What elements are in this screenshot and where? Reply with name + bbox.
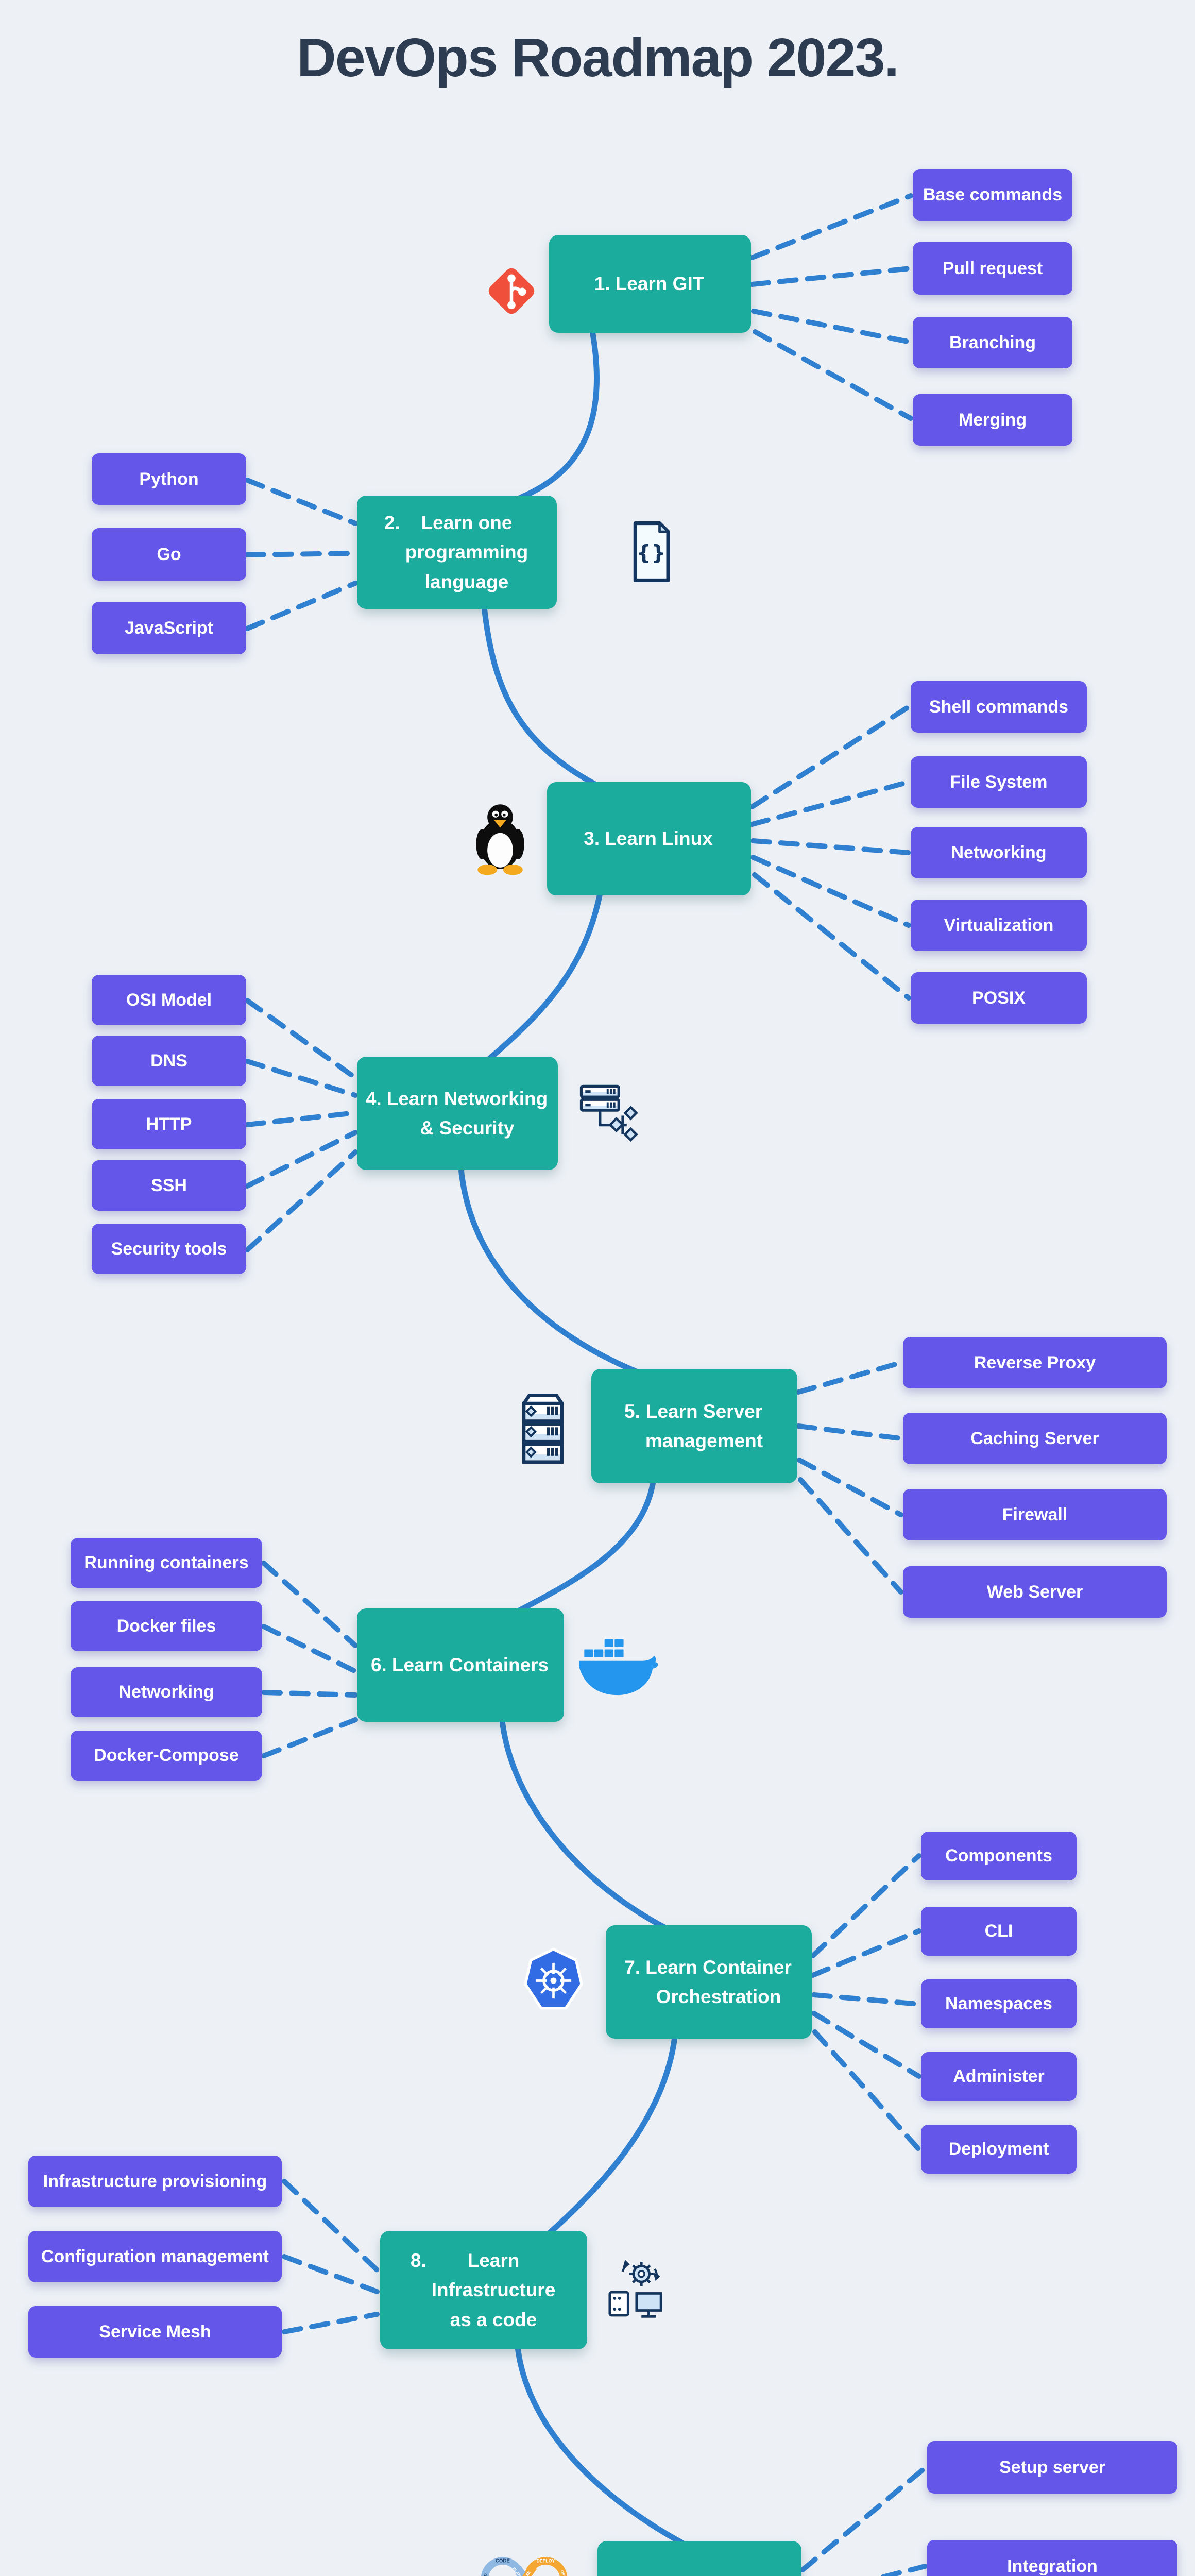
topic-branching: Branching <box>913 317 1072 368</box>
topic-components: Components <box>921 1832 1077 1880</box>
node-learn-container-orchestration: 7.Learn Container Orchestration <box>606 1925 812 2039</box>
topic-base-commands: Base commands <box>913 169 1072 221</box>
topic-docker-compose: Docker-Compose <box>71 1731 262 1781</box>
topic-dash-links <box>245 193 928 2576</box>
svg-text:{}: {} <box>636 541 665 565</box>
node-learn-linux: 3.Learn Linux <box>547 782 751 895</box>
node-learn-infrastructure-as-code: 8.Learn Infrastructure as a code <box>380 2231 587 2349</box>
node-learn-containers: 6.Learn Containers <box>357 1608 564 1722</box>
git-icon <box>478 258 545 325</box>
node-title: Learn GIT <box>615 273 705 295</box>
linux-tux-icon <box>463 798 538 876</box>
node-learn-git: 1.Learn GIT <box>549 235 751 333</box>
server-tower-icon <box>509 1391 577 1466</box>
topic-cli: CLI <box>921 1907 1077 1956</box>
node-learn-networking-security: 4.Learn Networking & Security <box>357 1057 558 1170</box>
topic-dns: DNS <box>92 1036 246 1086</box>
topic-http: HTTP <box>92 1099 246 1149</box>
topic-security-tools: Security tools <box>92 1224 246 1274</box>
node-title: Learn one programming language <box>405 512 528 592</box>
topic-posix: POSIX <box>911 972 1087 1024</box>
node-learn-programming-language: 2.Learn one programming language <box>357 496 557 609</box>
cicd-label-build: BUILD <box>480 2573 488 2576</box>
iac-gear-icon <box>604 2256 671 2321</box>
node-title: Learn Linux <box>605 828 713 850</box>
node-number: 5. <box>624 1400 640 1422</box>
topic-virtualization: Virtualization <box>911 900 1087 951</box>
network-security-icon <box>576 1081 643 1144</box>
topic-administer: Administer <box>921 2052 1077 2101</box>
node-number: 6. <box>370 1654 387 1676</box>
node-title: Learn Container Orchestration <box>645 1956 792 2007</box>
topic-running-containers: Running containers <box>71 1538 262 1588</box>
topic-file-system: File System <box>911 756 1087 808</box>
code-file-icon: {} <box>621 519 681 584</box>
node-number: 7. <box>624 1956 641 1978</box>
topic-networking-containers: Networking <box>71 1667 262 1717</box>
topic-pull-request: Pull request <box>913 242 1072 295</box>
node-learn-server-management: 5.Learn Server management <box>591 1369 797 1483</box>
node-number: 4. <box>365 1088 382 1109</box>
node-title: Learn Server management <box>645 1400 763 1451</box>
topic-docker-files: Docker files <box>71 1601 262 1651</box>
topic-javascript: JavaScript <box>92 602 246 654</box>
topic-firewall: Firewall <box>903 1489 1167 1540</box>
kubernetes-icon <box>519 1946 588 2015</box>
node-number: 1. <box>594 273 610 295</box>
topic-web-server: Web Server <box>903 1566 1167 1618</box>
node-number: 8. <box>410 2249 426 2271</box>
docker-whale-icon <box>578 1636 658 1699</box>
topic-integration: Integration <box>927 2540 1177 2576</box>
page-title: DevOps Roadmap 2023. <box>297 27 899 88</box>
topic-deployment: Deployment <box>921 2125 1077 2174</box>
topic-python: Python <box>92 453 246 505</box>
topic-reverse-proxy: Reverse Proxy <box>903 1337 1167 1388</box>
topic-ssh: SSH <box>92 1160 246 1211</box>
topic-shell-commands: Shell commands <box>911 681 1087 733</box>
topic-infrastructure-provisioning: Infrastructure provisioning <box>28 2156 282 2207</box>
topic-setup-server: Setup server <box>927 2441 1177 2494</box>
topic-go: Go <box>92 528 246 581</box>
cicd-label-deploy: DEPLOY <box>536 2558 555 2563</box>
cicd-loop-icon: CODE PLAN BUILD TEST RELEASE DEPLOY OPER… <box>476 2553 577 2576</box>
topic-merging: Merging <box>913 394 1072 446</box>
cicd-label-code: CODE <box>496 2558 510 2564</box>
node-number: 2. <box>384 512 400 533</box>
node-title: Learn Networking & Security <box>386 1088 548 1139</box>
topic-networking: Networking <box>911 827 1087 878</box>
node-title: Learn Containers <box>391 1654 549 1676</box>
main-flow-curves <box>458 328 686 2546</box>
topic-osi-model: OSI Model <box>92 975 246 1025</box>
topic-caching-server: Caching Server <box>903 1413 1167 1464</box>
node-learn-cicd: 9.Learn CI/CD <box>598 2541 801 2576</box>
topic-configuration-management: Configuration management <box>28 2231 282 2282</box>
topic-namespaces: Namespaces <box>921 1979 1077 2028</box>
node-number: 3. <box>584 828 600 850</box>
node-title: Learn Infrastructure as a code <box>431 2249 556 2330</box>
topic-service-mesh: Service Mesh <box>28 2306 282 2358</box>
